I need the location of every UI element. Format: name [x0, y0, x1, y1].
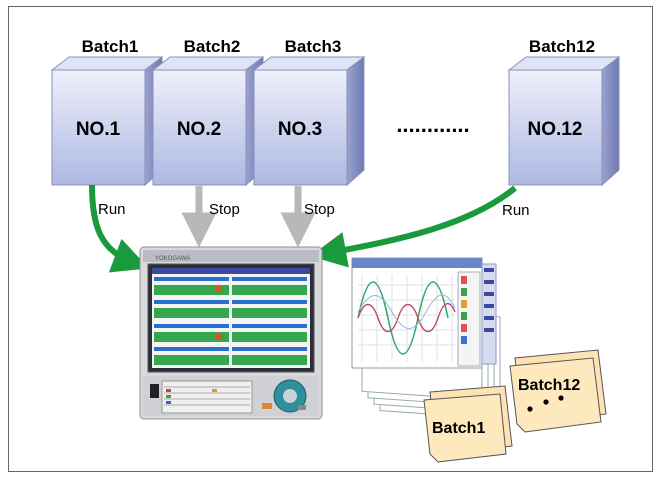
- ellipsis: ............: [396, 112, 469, 137]
- status-label-12: Run: [502, 202, 530, 219]
- unit-label-1: NO.1: [76, 119, 121, 140]
- batch12-title: Batch12: [529, 37, 595, 56]
- unit-label-2: NO.2: [177, 119, 221, 140]
- status-label-3: Stop: [304, 201, 335, 218]
- unit-label-3: NO.3: [278, 119, 322, 140]
- run-arrow-1: [89, 184, 149, 273]
- status-label-1: Run: [98, 201, 126, 218]
- batch1-file-label: Batch1: [432, 420, 485, 437]
- unit-box-3: NO.3: [252, 55, 366, 187]
- status-label-2: Stop: [209, 201, 240, 218]
- batch3-title: Batch3: [285, 37, 342, 56]
- recorder-brand: YOKOGAWA: [155, 256, 190, 262]
- run-arrow-12: [310, 185, 517, 268]
- batch12-file-label: Batch12: [518, 377, 580, 394]
- batch2-title: Batch2: [184, 37, 241, 56]
- unit-box-12: NO.12: [507, 55, 621, 187]
- batch1-title: Batch1: [82, 37, 139, 56]
- batch-file-dots: [527, 395, 564, 412]
- trend-printouts: [351, 257, 501, 420]
- unit-box-1: NO.1: [50, 55, 164, 187]
- unit-box-2: NO.2: [151, 55, 265, 187]
- batch1-file: Batch1: [423, 385, 513, 463]
- unit-label-12: NO.12: [528, 119, 583, 140]
- batch12-file: Batch12: [509, 349, 607, 433]
- recorder-device: YOKOGAWA: [139, 246, 323, 420]
